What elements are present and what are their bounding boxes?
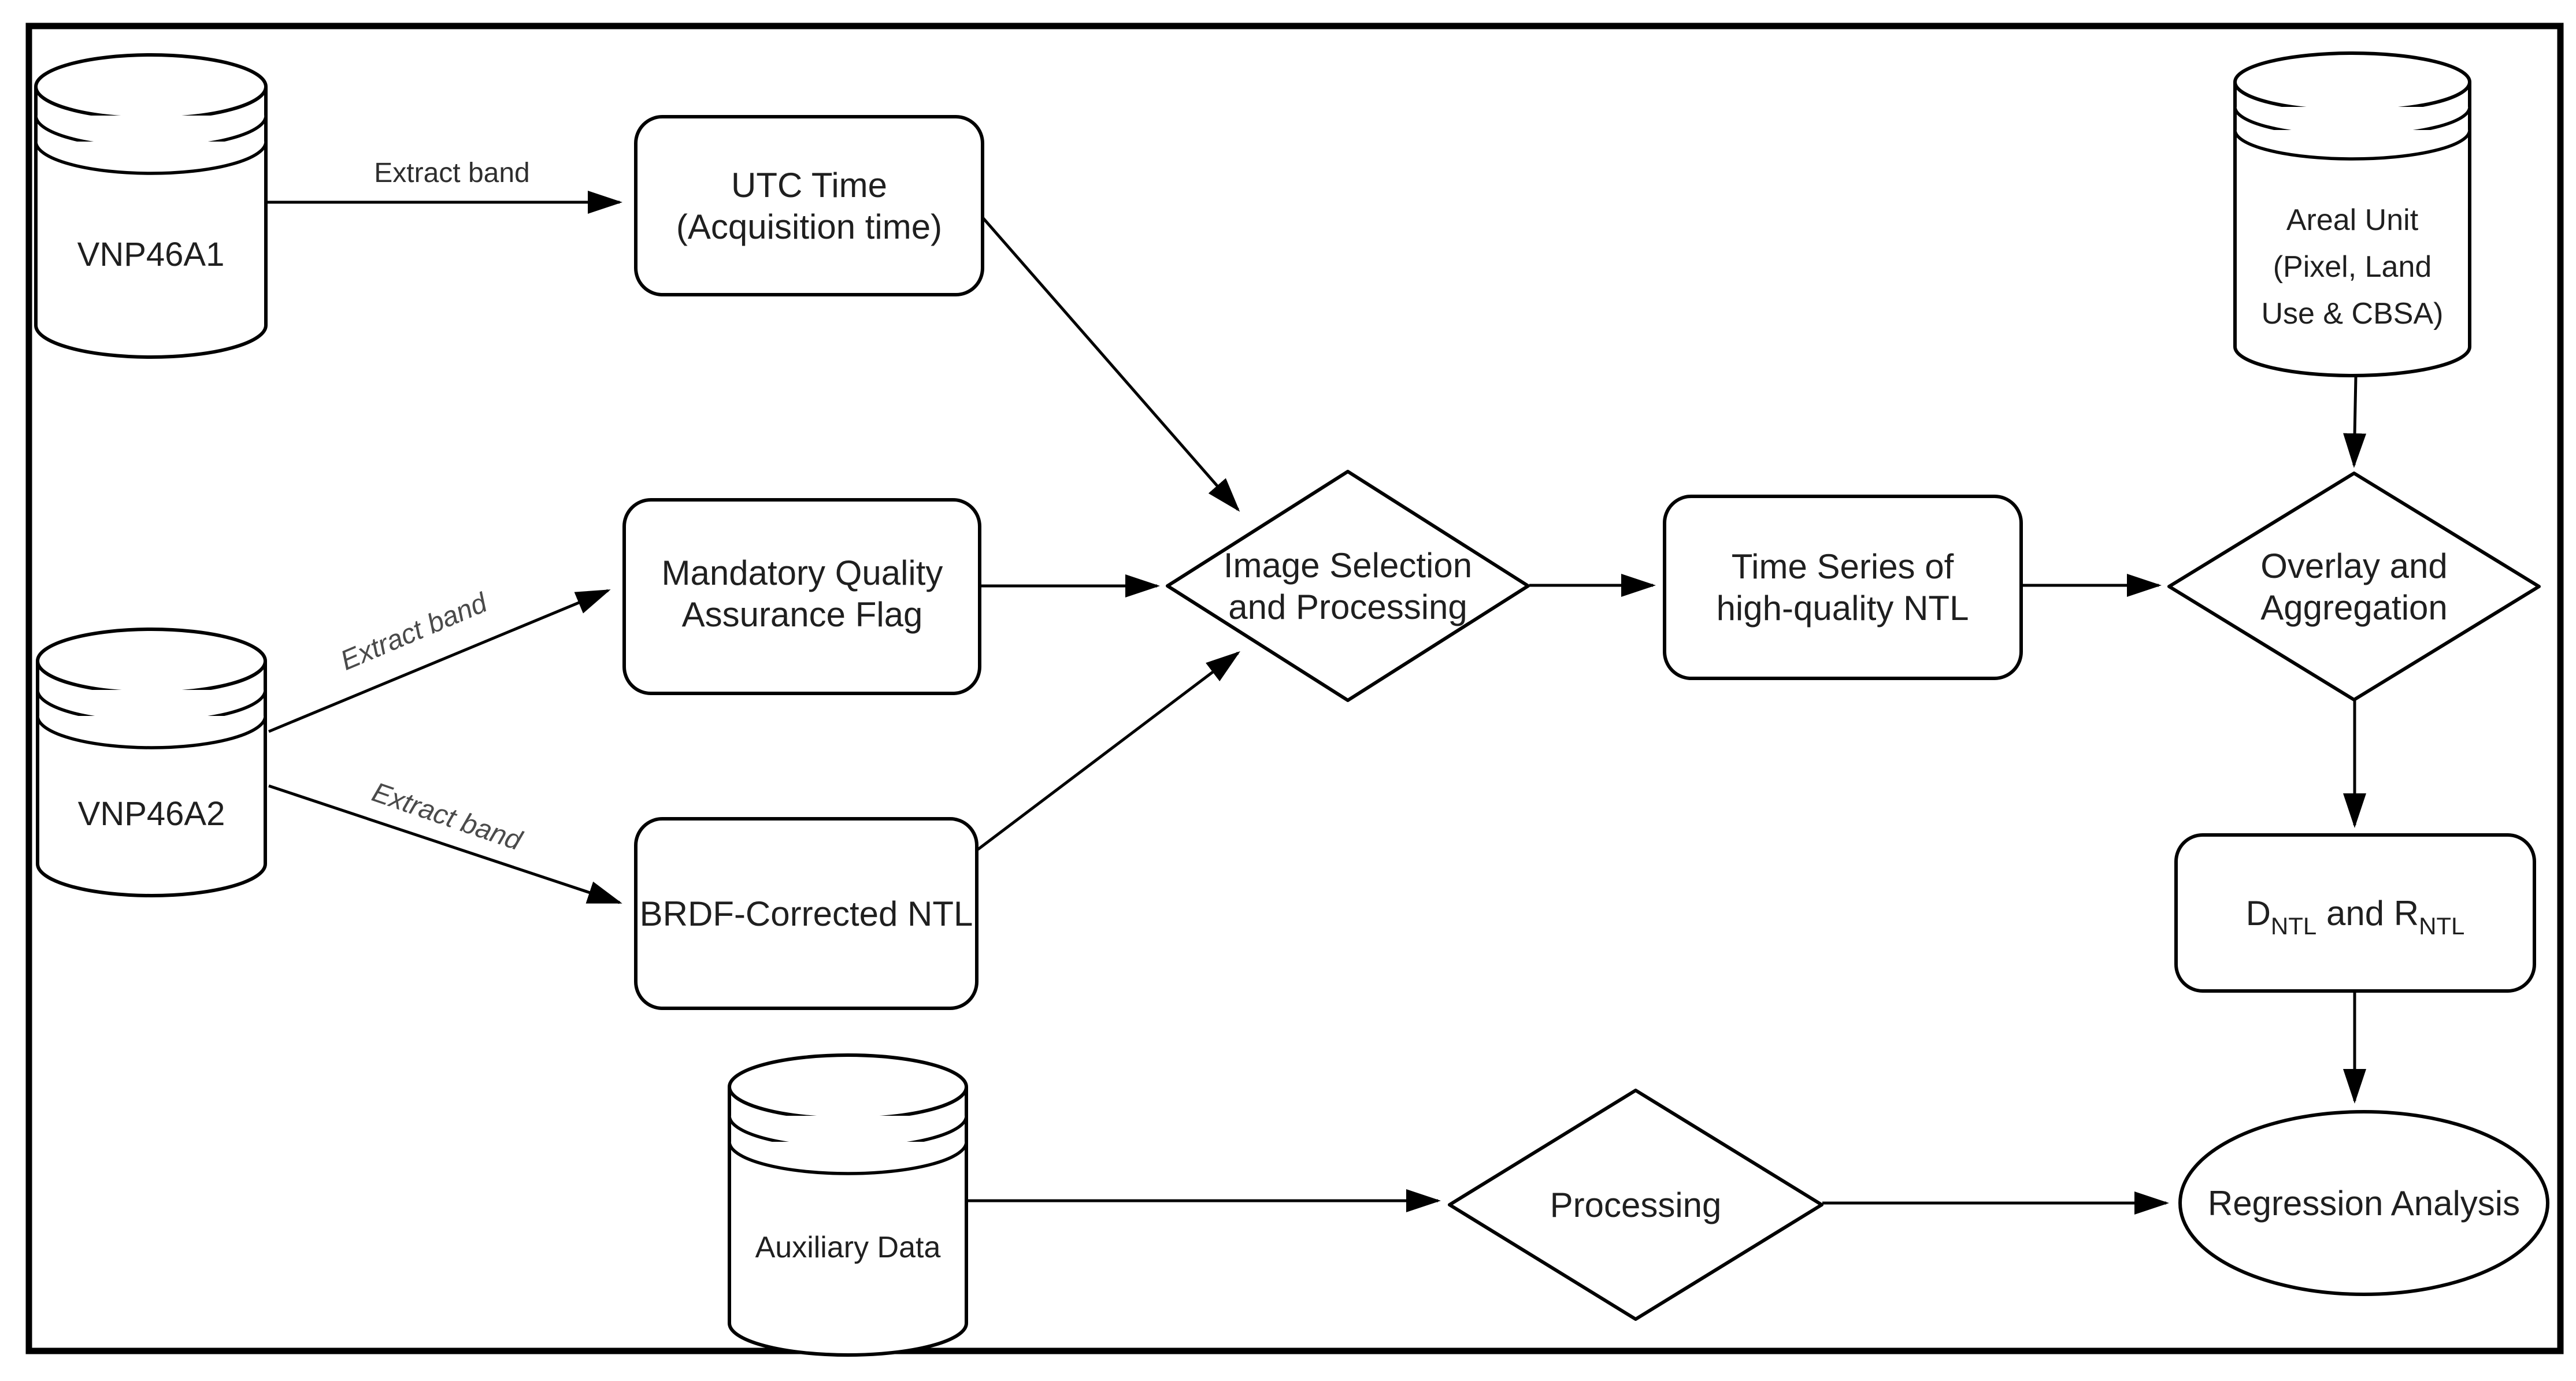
node-dntl-rntl: DNTL and RNTL [2174,833,2536,993]
dntl-sub2: NTL [2419,912,2464,940]
edge-utc-imgsel [980,215,1240,512]
node-label-line2: and Processing [1228,588,1467,626]
edge-vnp46a2-brdf [268,784,622,904]
node-label-line1: Areal Unit [2286,203,2419,237]
database-disk-line [34,141,268,175]
edge-areal-overlay [2343,376,2367,468]
decision-diamond [2167,472,2541,701]
node-label: Processing [1550,1186,1722,1224]
database-cylinder-top [34,53,268,120]
decision-diamond [1448,1089,1823,1321]
node-vnp46a1: VNP46A1 [34,53,268,359]
node-label-line2: Assurance Flag [682,595,923,634]
process-box [622,498,981,695]
node-label: DNTL and RNTL [2246,894,2465,940]
node-label-line1: Time Series of [1732,547,1954,586]
node-label: Regression Analysis [2208,1184,2520,1223]
dntl-sub1: NTL [2271,912,2316,940]
node-brdf-corrected: BRDF-Corrected NTL [634,817,978,1010]
database-disk-line [36,715,267,749]
node-mandatory-quality: Mandatory Quality Assurance Flag [622,498,981,695]
node-areal-unit: Areal Unit (Pixel, Land Use & CBSA) [2233,51,2471,377]
node-label-line1: Overlay and [2260,547,2448,585]
edge-label-extract-band-2: Extract band [336,587,492,677]
node-image-selection: Image Selection and Processing [1166,470,1530,702]
node-label-line2: Aggregation [2260,588,2448,627]
dntl-part1: D [2246,894,2271,933]
database-disk-line [2233,129,2471,161]
database-cylinder-top [728,1053,968,1120]
database-cylinder-top [2233,51,2471,113]
node-label-line3: Use & CBSA) [2262,297,2444,331]
node-processing: Processing [1448,1089,1823,1321]
edge-brdf-imgsel [977,651,1240,851]
node-label-line2: (Acquisition time) [676,207,942,246]
node-label-line2: (Pixel, Land [2273,250,2432,284]
node-label: VNP46A2 [78,795,225,833]
process-box [2174,833,2536,993]
node-utc-time: UTC Time (Acquisition time) [634,115,984,296]
node-auxiliary-data: Auxiliary Data [728,1053,968,1357]
edge-vnp46a2-mqa [268,589,611,733]
process-box [634,817,978,1010]
node-label: Auxiliary Data [755,1231,941,1264]
terminator-ellipse [2178,1110,2549,1296]
database-cylinder-top [36,628,267,695]
node-label-line1: Image Selection [1224,546,1472,585]
diagram-border [25,23,2564,1354]
process-box [634,115,984,296]
node-label-line2: high-quality NTL [1717,589,1969,628]
process-box [1663,495,2023,680]
edge-label-extract-band-1: Extract band [374,158,529,188]
node-label: BRDF-Corrected NTL [640,894,973,933]
edges: Extract band Extract band Extract band [266,158,2367,1215]
node-vnp46a2: VNP46A2 [36,628,267,897]
decision-diamond [1166,470,1530,702]
node-overlay-aggregation: Overlay and Aggregation [2167,472,2541,701]
node-label-line1: Mandatory Quality [662,554,943,592]
node-label: VNP46A1 [77,236,225,273]
node-label-line1: UTC Time [731,166,887,205]
database-disk-line [728,1141,968,1175]
node-time-series: Time Series of high-quality NTL [1663,495,2023,680]
dntl-part2: and R [2316,894,2419,933]
node-regression-analysis: Regression Analysis [2178,1110,2549,1296]
